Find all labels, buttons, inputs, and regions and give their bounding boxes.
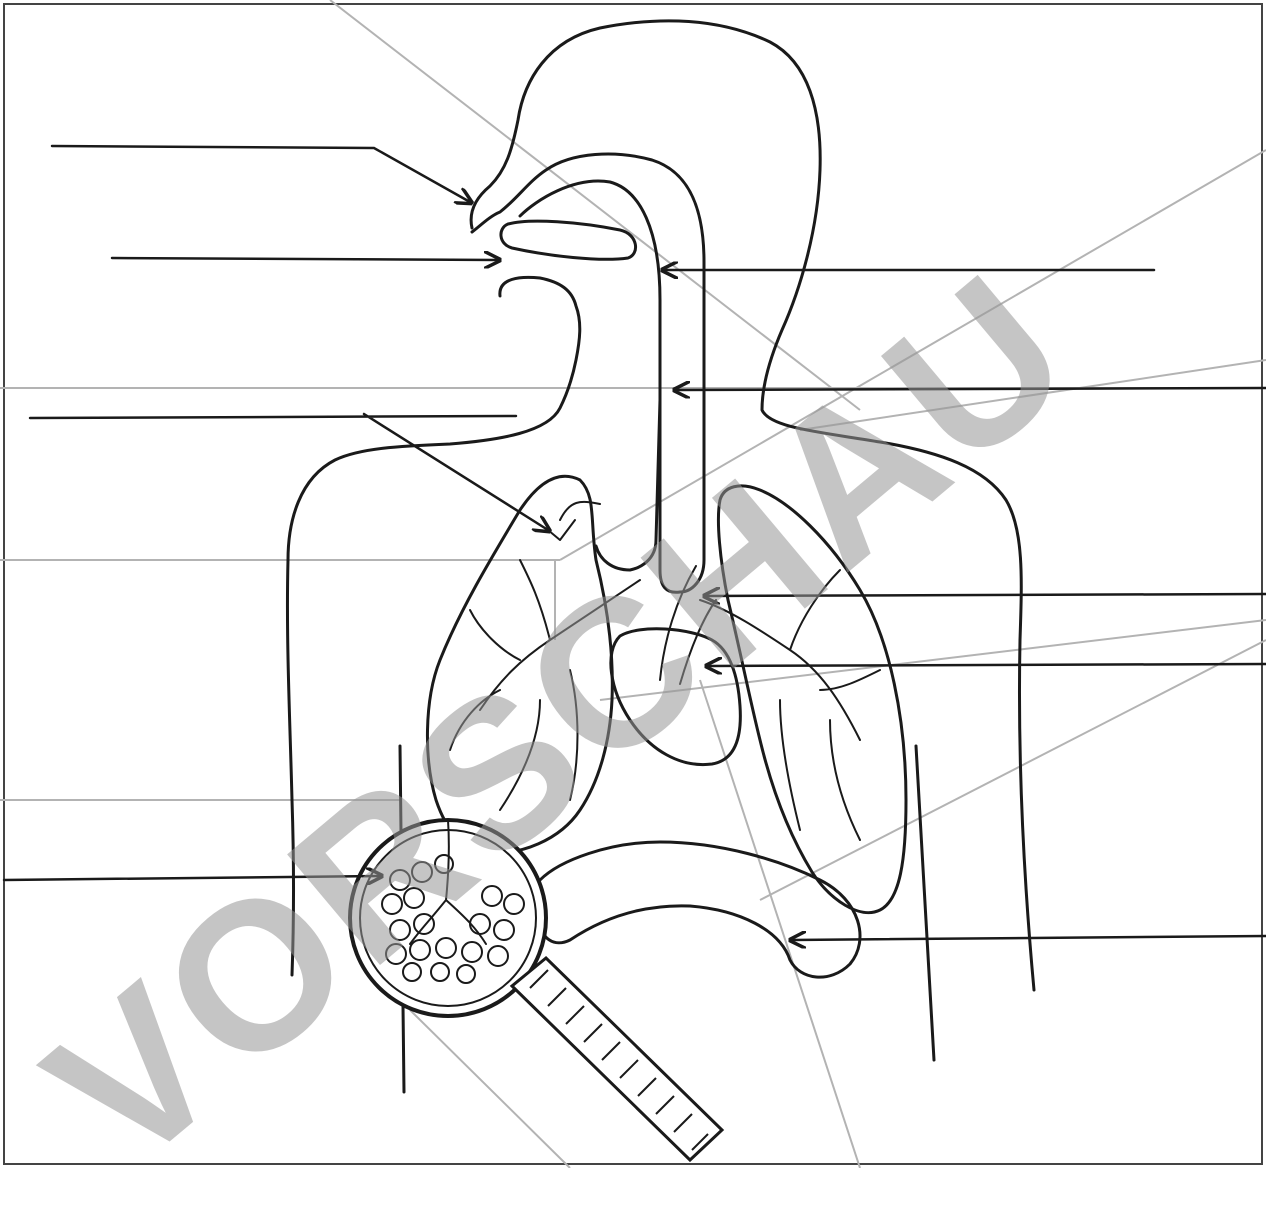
- bronchial-tree: [450, 502, 880, 840]
- chest-wall-right: [916, 746, 934, 1060]
- label-leaders: [4, 146, 1266, 940]
- leader-heart-vessel: [706, 594, 1266, 596]
- diaphragm: [540, 842, 860, 977]
- palate: [501, 221, 636, 259]
- leader-alveoli: [4, 876, 380, 880]
- leader-bronchus: [30, 414, 548, 530]
- leader-mouth: [112, 258, 498, 260]
- leader-nose: [52, 146, 470, 202]
- nasal-cavity: [472, 154, 704, 592]
- body-outline: [471, 21, 1034, 990]
- magnifier-handle: [512, 958, 722, 1160]
- leader-lung: [708, 664, 1266, 666]
- trachea: [596, 400, 660, 570]
- respiratory-system-diagram: [0, 0, 1266, 1168]
- right-lung: [718, 486, 906, 913]
